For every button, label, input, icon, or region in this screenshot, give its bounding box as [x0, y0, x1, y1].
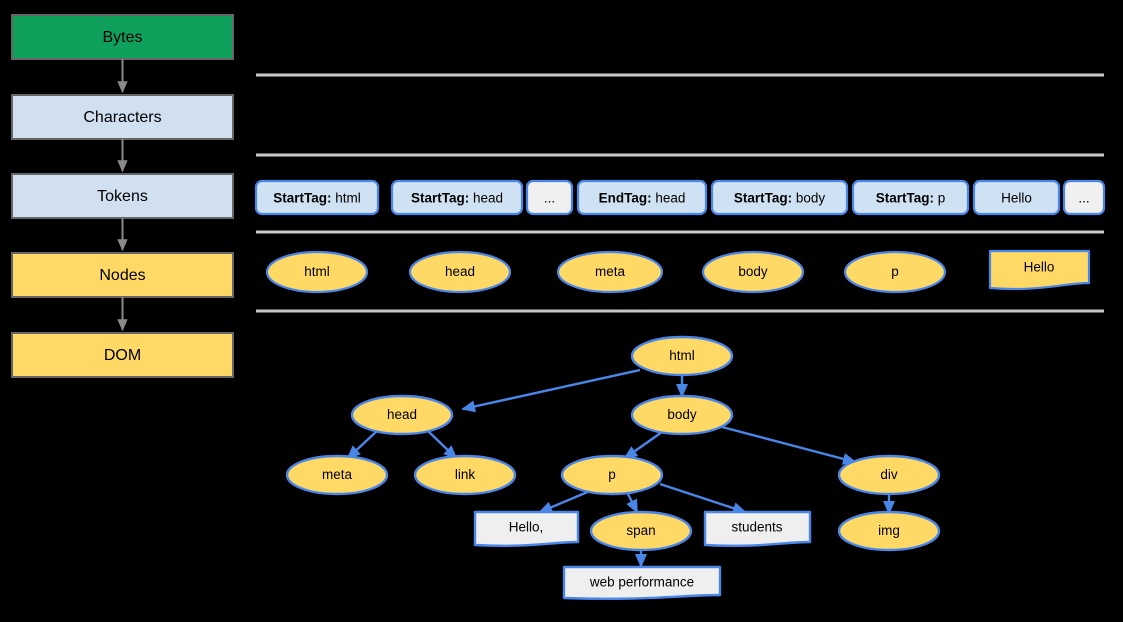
dom-node-webperformance-text[interactable]: web performance	[562, 565, 722, 601]
dom-node-label: meta	[322, 467, 353, 482]
dom-node-label: link	[455, 467, 476, 482]
token-label: StartTag: html	[273, 190, 361, 205]
pipeline-step-characters: Characters	[11, 94, 234, 140]
pipeline-column: Bytes Characters Tokens Nodes DOM	[11, 14, 234, 378]
dom-node-label: head	[387, 407, 417, 422]
dom-node-label: p	[608, 467, 616, 482]
token-stream-row: StartTag: html StartTag: head ... EndTag…	[254, 179, 1106, 216]
pipeline-step-nodes: Nodes	[11, 252, 234, 298]
edge-body-div	[721, 425, 857, 465]
token-label: StartTag: head	[411, 190, 503, 205]
token-starttag-html[interactable]: StartTag: html	[254, 179, 380, 216]
token-ellipsis-2[interactable]: ...	[1062, 179, 1106, 216]
edge-p-hello	[538, 489, 591, 514]
token-text-hello[interactable]: Hello	[972, 179, 1061, 216]
token-endtag-head[interactable]: EndTag: head	[576, 179, 708, 216]
token-ellipsis-1[interactable]: ...	[525, 179, 574, 216]
dom-node-label: html	[669, 348, 695, 363]
node-list-item-p[interactable]: p	[843, 250, 947, 294]
edge-p-span	[625, 491, 639, 514]
dom-node-span[interactable]: span	[589, 510, 693, 552]
node-label: html	[304, 264, 330, 279]
node-label: meta	[595, 264, 626, 279]
pipeline-step-label: Tokens	[97, 188, 148, 205]
token-label: StartTag: p	[876, 190, 946, 205]
edge-p-students	[659, 482, 747, 514]
dom-node-img[interactable]: img	[837, 510, 941, 552]
edge-body-p	[623, 431, 663, 460]
node-label: p	[891, 264, 899, 279]
pipeline-step-label: Bytes	[102, 29, 142, 46]
dom-node-hello-text[interactable]: Hello,	[473, 510, 580, 548]
dom-node-link[interactable]: link	[413, 454, 517, 496]
dom-node-label: students	[731, 520, 782, 535]
token-label: EndTag: head	[599, 190, 686, 205]
pipeline-step-tokens: Tokens	[11, 173, 234, 219]
node-label: head	[445, 264, 475, 279]
dom-node-div[interactable]: div	[837, 454, 941, 496]
pipeline-step-label: Nodes	[99, 267, 145, 284]
dom-node-head[interactable]: head	[350, 394, 454, 436]
dom-node-p[interactable]: p	[560, 454, 664, 496]
edge-html-head	[461, 368, 641, 413]
token-label: ...	[544, 190, 555, 205]
dom-node-label: div	[880, 467, 898, 482]
token-label: Hello	[1001, 190, 1032, 205]
pipeline-step-label: DOM	[104, 347, 141, 364]
dom-node-label: body	[667, 407, 697, 422]
dom-tree-nodes: html head body meta link p	[285, 335, 941, 601]
token-starttag-p[interactable]: StartTag: p	[851, 179, 970, 216]
token-starttag-body[interactable]: StartTag: body	[710, 179, 849, 216]
node-list-item-meta[interactable]: meta	[556, 250, 664, 294]
dom-node-body[interactable]: body	[630, 394, 734, 436]
token-starttag-head[interactable]: StartTag: head	[390, 179, 524, 216]
pipeline-step-label: Characters	[83, 109, 161, 126]
section-separators	[256, 73, 1104, 313]
node-list-item-hello[interactable]: Hello	[988, 249, 1091, 291]
dom-node-meta[interactable]: meta	[285, 454, 389, 496]
edge-head-link	[426, 429, 458, 460]
edge-head-meta	[346, 429, 379, 460]
node-list-item-head[interactable]: head	[408, 250, 512, 294]
dom-tree-edges	[346, 368, 895, 568]
pipeline-step-bytes: Bytes	[11, 14, 234, 60]
node-label: body	[738, 264, 768, 279]
node-list-row: html head meta body p Hello	[265, 249, 1091, 294]
dom-node-label: Hello,	[509, 520, 544, 535]
token-label: StartTag: body	[734, 190, 826, 205]
dom-node-label: img	[878, 523, 900, 538]
node-label: Hello	[1024, 260, 1055, 275]
pipeline-step-dom: DOM	[11, 332, 234, 378]
dom-node-label: span	[626, 523, 655, 538]
dom-node-students-text[interactable]: students	[703, 510, 812, 548]
token-label: ...	[1078, 190, 1089, 205]
node-list-item-body[interactable]: body	[701, 250, 805, 294]
dom-node-html[interactable]: html	[630, 335, 734, 377]
dom-node-label: web performance	[589, 575, 694, 590]
node-list-item-html[interactable]: html	[265, 250, 369, 294]
